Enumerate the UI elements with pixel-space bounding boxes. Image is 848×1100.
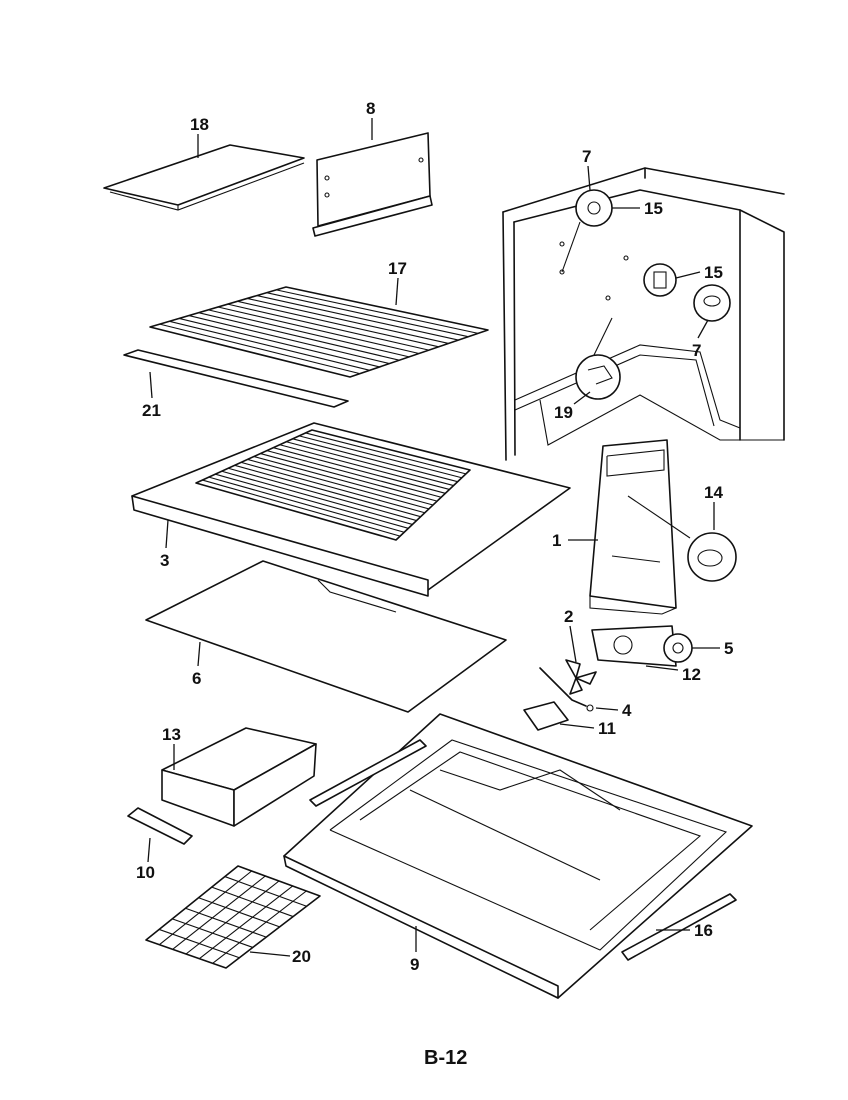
hatch-line <box>253 455 434 506</box>
hatch-line <box>221 470 413 525</box>
callout-13: 13 <box>162 725 181 744</box>
part-11-fan-motor <box>523 701 569 731</box>
hatch-line <box>198 312 400 361</box>
callout-3: 3 <box>160 551 169 570</box>
hatch-line <box>217 306 420 355</box>
hatch-line <box>292 438 458 483</box>
part-5-grommet <box>663 633 693 663</box>
callout-4: 4 <box>622 701 632 720</box>
hatch-line <box>212 890 307 964</box>
callout-2: 2 <box>564 607 573 626</box>
hatch-line <box>276 289 479 334</box>
hatch-line <box>234 464 421 518</box>
part-20-ice-tray <box>145 865 321 969</box>
hatch-line <box>215 473 409 529</box>
callout-18: 18 <box>190 115 209 134</box>
part-10-rail <box>127 807 193 845</box>
hatch-line <box>247 297 449 344</box>
hatch-line <box>198 885 294 960</box>
callout-14: 14 <box>704 483 723 502</box>
part-3-crisper-cover <box>131 422 571 597</box>
callout-11: 11 <box>598 719 616 738</box>
part-7-detail-right <box>693 284 731 322</box>
hatch-line <box>256 295 459 341</box>
part-9-bottom-pan <box>283 713 753 999</box>
hatch-line <box>237 300 439 348</box>
hatch-line <box>266 450 442 498</box>
hatch-line <box>305 432 467 475</box>
pan-edge-strip <box>309 739 427 807</box>
part-14-light-bulb <box>687 532 737 582</box>
part-17-wire-shelf <box>149 286 489 378</box>
callout-7-top: 7 <box>582 147 591 166</box>
hatch-line <box>286 441 454 487</box>
hatch-line <box>260 453 438 502</box>
hatch-line <box>240 461 425 514</box>
hatch-line <box>247 458 430 510</box>
hatch-line <box>228 467 417 522</box>
hatch-line <box>172 875 266 950</box>
callout-9: 9 <box>410 955 419 974</box>
callout-7-right: 7 <box>692 341 701 360</box>
callout-8: 8 <box>366 99 375 118</box>
callout-15-right: 15 <box>704 263 723 282</box>
part-19-detail <box>575 317 621 400</box>
hatch-line <box>202 479 401 537</box>
callout-17: 17 <box>388 259 407 278</box>
part-6-glass-panel <box>145 560 507 713</box>
callout-12: 12 <box>682 665 701 684</box>
hatch-line <box>158 870 253 946</box>
part-18-shelf-panel <box>103 144 305 211</box>
part-13-crisper-drawer <box>161 727 317 827</box>
hatch-line <box>298 435 462 479</box>
hatch-line <box>266 292 469 338</box>
hatch-line <box>185 880 280 955</box>
callout-6: 6 <box>192 669 201 688</box>
callout-21: 21 <box>142 401 161 420</box>
hatch-line <box>279 444 450 490</box>
callout-16: 16 <box>694 921 713 940</box>
hatch-line <box>208 309 410 358</box>
page-number: B-12 <box>424 1047 467 1069</box>
part-4-motor-bracket <box>539 667 594 712</box>
part-15-detail-right <box>643 263 677 297</box>
part-1-air-duct <box>589 439 691 615</box>
part-7-detail-top <box>561 189 613 273</box>
callout-20: 20 <box>292 947 311 966</box>
callout-labels: 18 8 17 21 3 6 7 15 15 7 19 1 14 2 5 12 … <box>136 99 733 974</box>
hatch-line <box>179 317 380 368</box>
hatch-line <box>208 476 405 533</box>
hatch-line <box>188 315 390 365</box>
hatch-line <box>227 303 429 351</box>
callout-5: 5 <box>724 639 733 658</box>
callout-10: 10 <box>136 863 155 882</box>
part-8-divider-panel <box>312 132 433 237</box>
callout-15-top: 15 <box>644 199 663 218</box>
hatch-line <box>273 447 446 494</box>
hatch-line <box>159 323 360 375</box>
leader-lines <box>147 118 720 957</box>
hatch-line <box>169 320 370 371</box>
callout-19: 19 <box>554 403 573 422</box>
part-12-fan-shroud <box>591 625 677 667</box>
part-2-fan-blade <box>565 659 597 695</box>
part-21-shelf-rail <box>123 349 349 408</box>
part-16-side-strip <box>621 893 737 961</box>
callout-1: 1 <box>552 531 561 550</box>
